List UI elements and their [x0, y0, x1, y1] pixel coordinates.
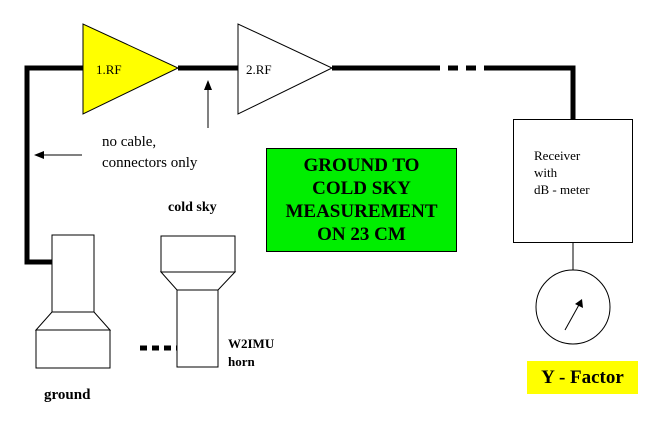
sky-horn-mouth: [160, 235, 236, 273]
arrow-left-head: [34, 151, 44, 159]
arrow-connectors-head: [204, 80, 212, 90]
receiver-label: Receiver with dB - meter: [534, 148, 590, 197]
ground-label: ground: [44, 387, 91, 403]
measurement-title: GROUND TO COLD SKY MEASUREMENT ON 23 CM: [285, 155, 438, 245]
sky-horn-flare: [159, 271, 237, 291]
connectors-only-label: connectors only: [102, 155, 198, 171]
second-rf-amplifier: [237, 23, 334, 115]
cable-horn-to-first-amp: [24, 65, 83, 265]
cable-to-receiver: [492, 65, 576, 119]
ground-horn-flare: [34, 311, 112, 331]
horn-name-label: W2IMU: [228, 336, 275, 351]
second-amp-label: 2.RF: [246, 62, 272, 77]
horn-word-label: horn: [228, 354, 255, 369]
ground-horn-throat: [51, 234, 95, 313]
receiver-box: Receiver with dB - meter: [513, 119, 633, 243]
db-meter-dial: [535, 269, 611, 345]
db-meter-needle-head: [575, 299, 583, 308]
y-factor-label: Y - Factor: [527, 361, 638, 394]
first-rf-amplifier: [82, 23, 180, 115]
sky-horn-throat: [176, 289, 219, 368]
no-cable-label: no cable,: [102, 134, 157, 150]
first-amp-label: 1.RF: [96, 62, 122, 77]
ground-horn-mouth: [35, 329, 111, 369]
cold-sky-label: cold sky: [168, 200, 217, 215]
measurement-title-box: GROUND TO COLD SKY MEASUREMENT ON 23 CM: [266, 148, 457, 252]
db-meter-needle: [564, 302, 581, 331]
